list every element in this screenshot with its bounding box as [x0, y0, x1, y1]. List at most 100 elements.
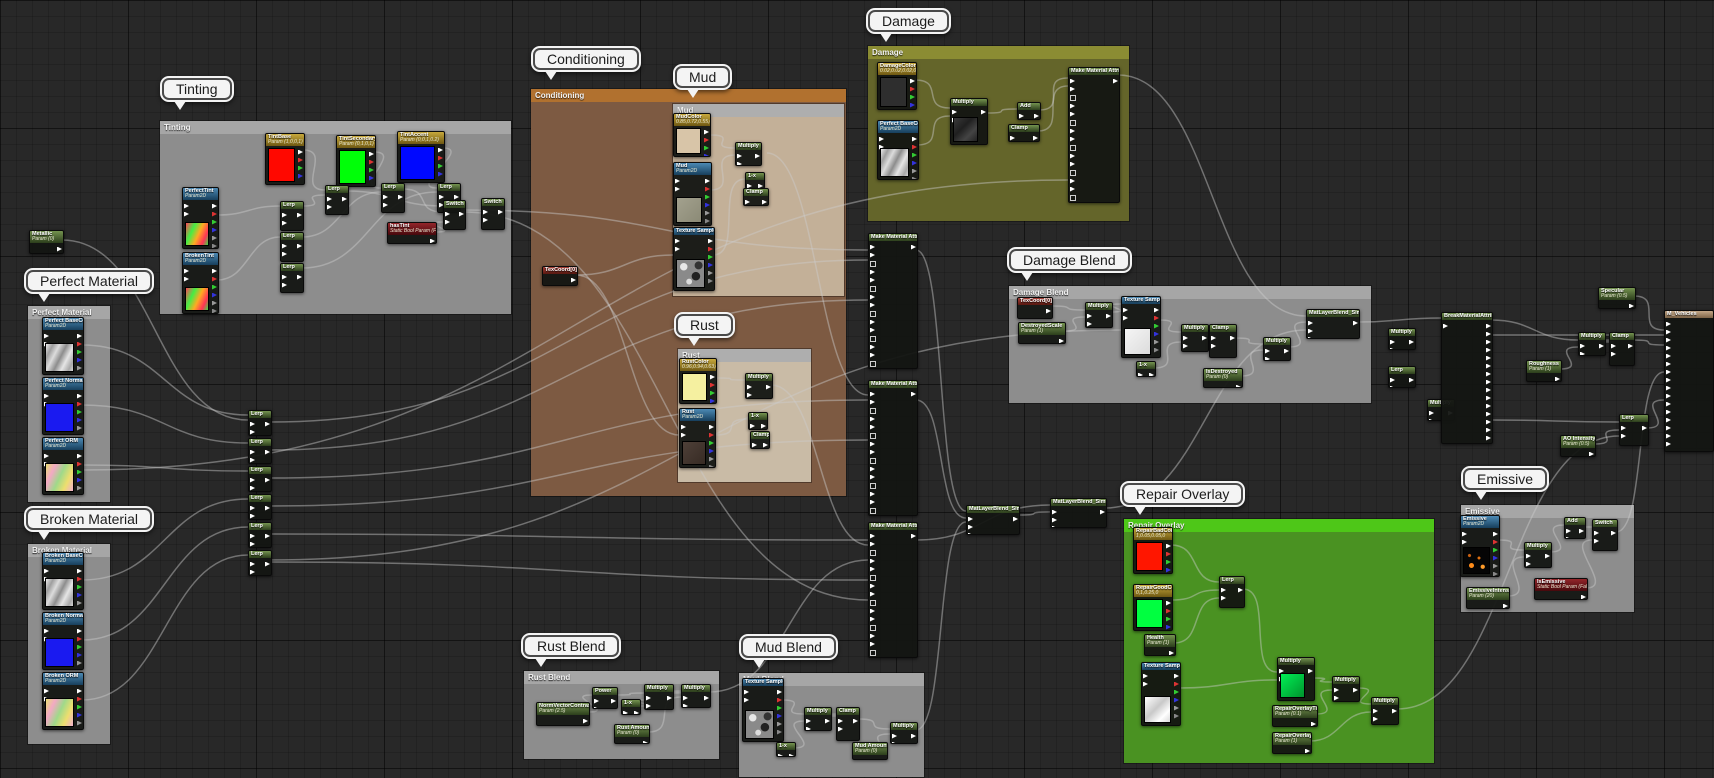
- comment-bubble-rust-blend[interactable]: Rust Blend: [521, 633, 622, 667]
- pin[interactable]: [1666, 425, 1671, 431]
- pin[interactable]: [1154, 347, 1159, 353]
- pin[interactable]: [870, 499, 875, 505]
- pin[interactable]: [1046, 308, 1051, 314]
- comment-header-repair-overlay[interactable]: Repair Overlay: [1124, 519, 1434, 532]
- pin[interactable]: [789, 753, 794, 756]
- pin[interactable]: [250, 533, 255, 539]
- pin[interactable]: [708, 262, 713, 268]
- make-material-attributes-node[interactable]: Make Material Attributes: [868, 522, 918, 658]
- pin[interactable]: [1070, 178, 1075, 184]
- pin[interactable]: [77, 696, 82, 702]
- pin[interactable]: [44, 393, 49, 399]
- pin[interactable]: [1070, 194, 1076, 201]
- pin[interactable]: [870, 457, 876, 464]
- pin[interactable]: [1123, 315, 1128, 321]
- pin[interactable]: [250, 541, 255, 547]
- pin[interactable]: [763, 442, 768, 448]
- 1-x-node[interactable]: 1-x: [1136, 361, 1156, 377]
- pin[interactable]: [870, 616, 875, 622]
- lerp-node[interactable]: Lerp: [248, 438, 272, 464]
- pin[interactable]: [369, 175, 374, 181]
- pin[interactable]: [1174, 705, 1179, 711]
- pin[interactable]: [806, 726, 811, 730]
- pin[interactable]: [912, 160, 917, 166]
- pin[interactable]: [1308, 336, 1313, 338]
- make-material-attributes-node[interactable]: Make Material Attributes: [868, 380, 918, 516]
- pin[interactable]: [1621, 425, 1626, 431]
- pin[interactable]: [1503, 603, 1508, 608]
- pin[interactable]: [1666, 329, 1671, 335]
- pin[interactable]: [438, 147, 443, 153]
- comment-bubble-perfect-material[interactable]: Perfect Material: [24, 268, 155, 302]
- pin[interactable]: [870, 335, 876, 342]
- pin[interactable]: [1265, 356, 1270, 360]
- pin[interactable]: [705, 210, 710, 216]
- pin[interactable]: [1138, 372, 1143, 376]
- pin[interactable]: [968, 516, 973, 522]
- pin[interactable]: [675, 186, 680, 192]
- pin[interactable]: [870, 507, 876, 514]
- pin[interactable]: [297, 243, 302, 249]
- pin[interactable]: [77, 668, 82, 669]
- pin[interactable]: [750, 423, 755, 429]
- pin[interactable]: [1221, 587, 1226, 593]
- pin[interactable]: [212, 203, 217, 209]
- pin[interactable]: [1486, 435, 1491, 441]
- add-node[interactable]: Add: [1564, 517, 1586, 539]
- pin[interactable]: [912, 136, 917, 142]
- pin[interactable]: [704, 129, 709, 135]
- pin[interactable]: [1202, 335, 1207, 341]
- pin[interactable]: [709, 456, 714, 462]
- pin[interactable]: [747, 384, 752, 390]
- pin[interactable]: [1486, 347, 1491, 353]
- pin[interactable]: [870, 252, 875, 258]
- pin[interactable]: [77, 584, 82, 590]
- pin[interactable]: [1230, 335, 1235, 341]
- pin[interactable]: [1070, 161, 1075, 167]
- pin[interactable]: [879, 144, 884, 150]
- pin[interactable]: [870, 624, 876, 631]
- pin[interactable]: [77, 576, 82, 582]
- pin[interactable]: [1211, 343, 1216, 349]
- multiply-node[interactable]: Multiply: [644, 684, 674, 710]
- pin[interactable]: [77, 728, 82, 729]
- pin[interactable]: [1052, 509, 1057, 515]
- pin[interactable]: [705, 194, 710, 200]
- pin[interactable]: [44, 453, 49, 459]
- pin[interactable]: [398, 194, 403, 200]
- lerp-node[interactable]: Lerp: [248, 522, 272, 548]
- pin[interactable]: [212, 276, 217, 282]
- pin[interactable]: [870, 491, 875, 497]
- pin[interactable]: [777, 697, 782, 703]
- pin[interactable]: [77, 636, 82, 642]
- pin[interactable]: [57, 246, 62, 252]
- pin[interactable]: [777, 729, 782, 735]
- pin[interactable]: [704, 145, 709, 151]
- pin[interactable]: [708, 254, 713, 260]
- pin[interactable]: [77, 493, 82, 494]
- pin[interactable]: [438, 163, 443, 169]
- pin[interactable]: [870, 244, 875, 250]
- pin[interactable]: [870, 474, 875, 480]
- pin[interactable]: [265, 449, 270, 455]
- pin[interactable]: [806, 718, 811, 724]
- pin[interactable]: [892, 733, 897, 739]
- multiply-node[interactable]: Multiply: [1578, 332, 1606, 356]
- pin[interactable]: [892, 741, 897, 743]
- pin[interactable]: [445, 211, 450, 217]
- pin[interactable]: [705, 218, 710, 224]
- pin[interactable]: [1154, 339, 1159, 345]
- pin[interactable]: [1486, 427, 1491, 433]
- pin[interactable]: [1238, 587, 1243, 593]
- pin[interactable]: [77, 485, 82, 491]
- pin[interactable]: [250, 477, 255, 483]
- pin[interactable]: [870, 277, 875, 283]
- perfect-basecolor-node[interactable]: Perfect BaseColorParam2D: [42, 317, 84, 375]
- pin[interactable]: [77, 349, 82, 355]
- pin[interactable]: [594, 698, 599, 704]
